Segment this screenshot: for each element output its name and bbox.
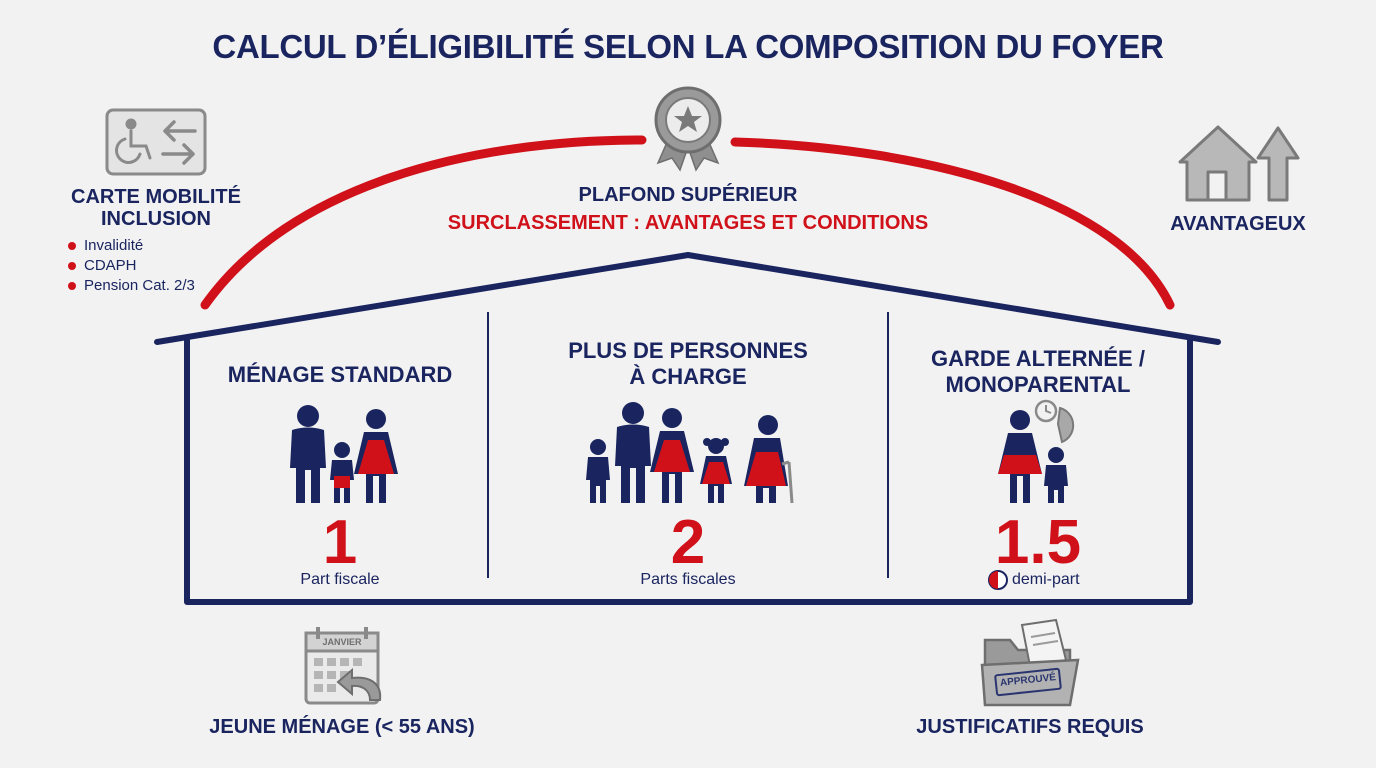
surclassement-label: SURCLASSEMENT : AVANTAGES ET CONDITIONS	[447, 212, 929, 234]
family-icon-standard	[290, 405, 398, 503]
list-item: Invalidité	[68, 236, 195, 256]
arrows-icon	[161, 120, 197, 165]
column-2-caption: Parts fiscales	[640, 571, 736, 588]
plafond-label: PLAFOND SUPÉRIEUR	[578, 184, 798, 206]
family-icon-single-parent	[998, 410, 1068, 503]
clock-icon	[1034, 399, 1075, 444]
column-3-title-line2: MONOPARENTAL	[945, 372, 1131, 397]
page-title: CALCUL D’ÉLIGIBILITÉ SELON LA COMPOSITIO…	[212, 28, 1164, 65]
list-item: Pension Cat. 2/3	[68, 276, 195, 296]
column-3-caption: demi-part	[1012, 571, 1080, 588]
column-2-title-line2: À CHARGE	[629, 364, 747, 389]
arc-right	[730, 137, 1175, 310]
column-2-title: PLUS DE PERSONNES À CHARGE	[492, 338, 884, 390]
wheelchair-icon	[115, 118, 152, 164]
mobility-card-list: Invalidité CDAPH Pension Cat. 2/3	[68, 236, 195, 296]
column-1-title-line1: MÉNAGE STANDARD	[227, 362, 453, 387]
jeune-menage-label: JEUNE MÉNAGE (< 55 ANS)	[209, 716, 475, 738]
mobility-card-icon	[105, 108, 207, 176]
column-3-value: 1.5	[994, 508, 1082, 577]
folder-icon	[980, 618, 1080, 707]
mobility-card-title: CARTE MOBILITÉ INCLUSION	[56, 186, 256, 230]
avantageux-label: AVANTAGEUX	[1170, 213, 1306, 235]
house-arrow-icon	[1178, 125, 1300, 202]
mobility-card-title-line2: INCLUSION	[101, 208, 211, 230]
column-1-caption: Part fiscale	[300, 571, 380, 588]
list-item: CDAPH	[68, 256, 195, 276]
house-outline	[154, 252, 1221, 605]
column-3-title: GARDE ALTERNÉE / MONOPARENTAL	[892, 346, 1184, 398]
calendar-month-label: JANVIER	[322, 637, 362, 647]
column-1-value: 1	[322, 508, 358, 577]
award-badge-icon	[654, 86, 722, 172]
arc-left	[200, 135, 647, 310]
half-circle-icon	[988, 570, 1008, 590]
family-icon-large	[586, 402, 794, 504]
justificatifs-label: JUSTIFICATIFS REQUIS	[916, 716, 1144, 738]
column-3-title-line1: GARDE ALTERNÉE /	[931, 346, 1145, 371]
mobility-card-title-line1: CARTE MOBILITÉ	[71, 186, 241, 208]
calendar-icon	[304, 627, 382, 705]
column-2-title-line1: PLUS DE PERSONNES	[568, 338, 808, 363]
column-1-title: MÉNAGE STANDARD	[192, 362, 488, 388]
column-2-value: 2	[670, 508, 706, 577]
